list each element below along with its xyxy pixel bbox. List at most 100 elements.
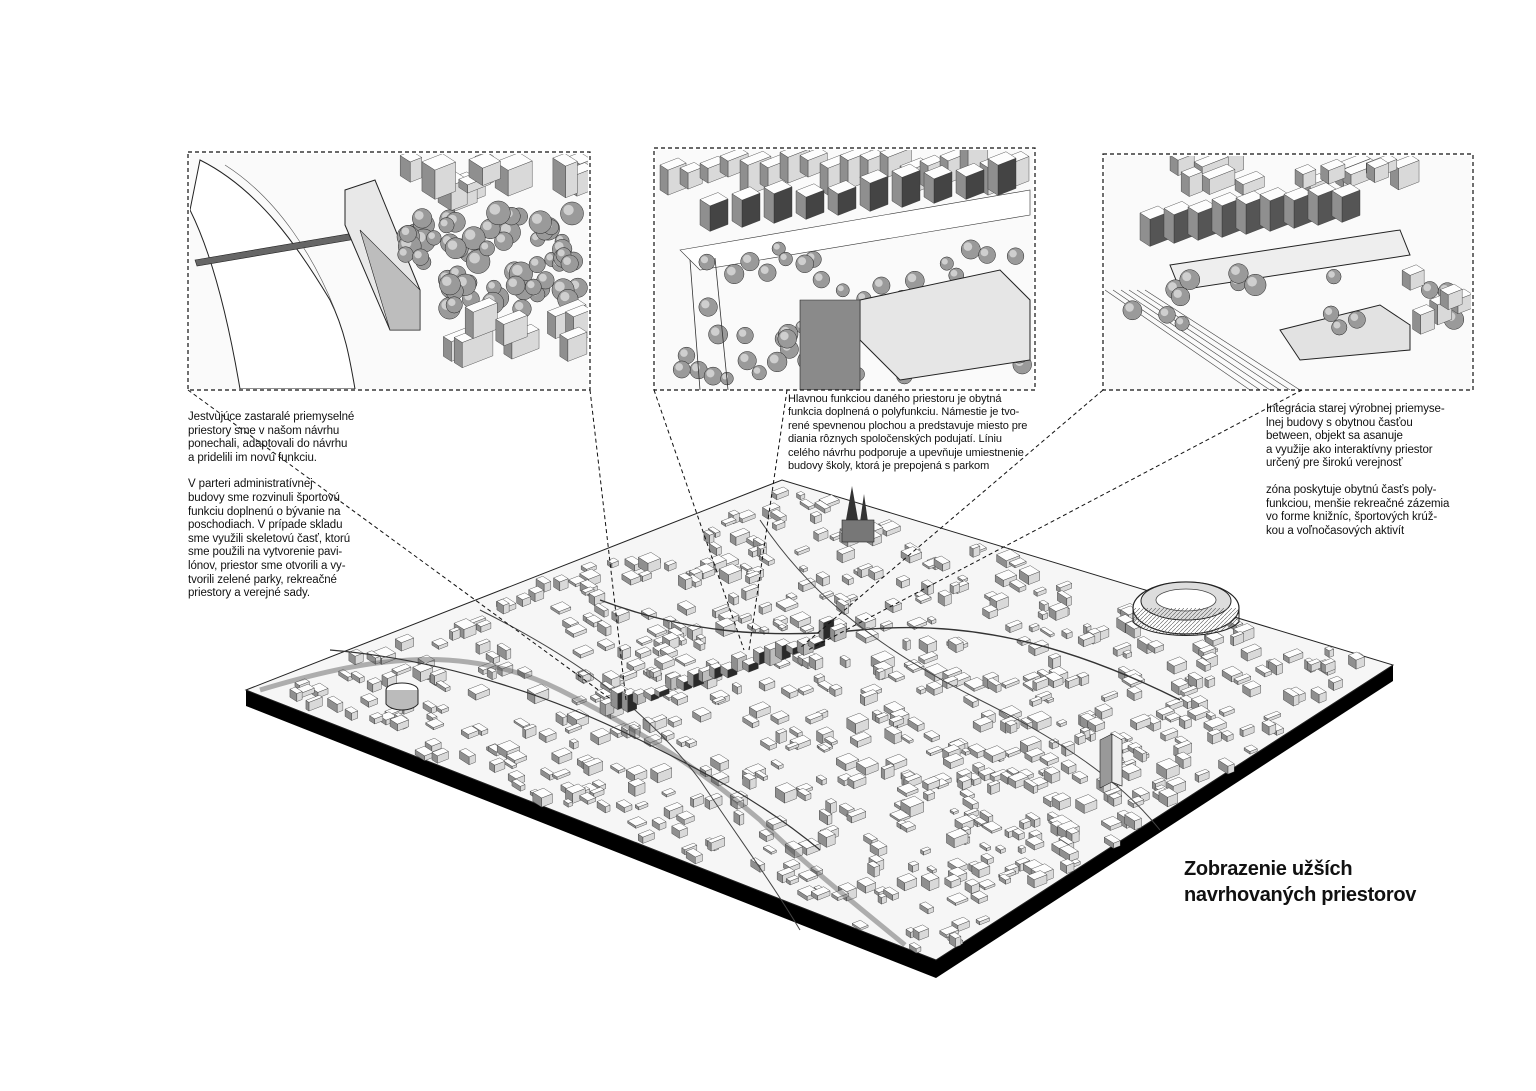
building-block bbox=[1101, 690, 1119, 699]
building-block bbox=[1401, 264, 1425, 276]
tree bbox=[858, 293, 866, 300]
building-block bbox=[754, 770, 769, 778]
building-block bbox=[963, 807, 979, 815]
building-block bbox=[389, 714, 410, 725]
building-block bbox=[810, 865, 824, 873]
building-block bbox=[1173, 740, 1193, 749]
building-block bbox=[610, 762, 626, 771]
building-block bbox=[597, 638, 615, 648]
building-block bbox=[596, 799, 611, 808]
annotation-center-line: funkcia doplnená o polyfunkciu. Námestie… bbox=[788, 406, 1020, 419]
building-block bbox=[1082, 623, 1092, 628]
building-block bbox=[718, 609, 740, 620]
building-block bbox=[994, 569, 1018, 581]
building-block bbox=[805, 711, 824, 721]
building-block bbox=[1065, 827, 1080, 835]
building-block bbox=[987, 151, 1017, 166]
building-block bbox=[1022, 671, 1041, 681]
building-block bbox=[1055, 580, 1073, 589]
building-block bbox=[628, 723, 641, 731]
tree bbox=[710, 327, 720, 336]
building-block bbox=[960, 136, 988, 149]
tree bbox=[488, 281, 495, 289]
building-block bbox=[1282, 687, 1300, 697]
tree bbox=[1328, 271, 1335, 278]
building-block bbox=[711, 696, 726, 703]
annotation-left-line: budovy sme rozvinuli športovú bbox=[188, 491, 340, 504]
building-block bbox=[1020, 717, 1034, 724]
building-block bbox=[579, 579, 598, 590]
building-block bbox=[969, 543, 981, 550]
tree bbox=[563, 257, 571, 265]
tree bbox=[531, 213, 543, 224]
building-block bbox=[915, 593, 932, 602]
building-block bbox=[627, 778, 646, 787]
building-block bbox=[871, 709, 883, 716]
tree bbox=[1125, 303, 1134, 312]
building-block bbox=[979, 842, 992, 849]
building-block bbox=[1166, 776, 1187, 787]
building-block bbox=[528, 585, 545, 594]
annotation-left-line: sme použili na vytvorenie pavi- bbox=[188, 546, 343, 559]
building-block bbox=[1310, 686, 1327, 695]
building-block bbox=[1187, 705, 1210, 717]
building-block bbox=[728, 592, 740, 599]
building-block bbox=[1059, 844, 1079, 855]
tree bbox=[798, 257, 807, 266]
building-block bbox=[975, 915, 990, 922]
building-block bbox=[704, 792, 723, 802]
building-block bbox=[1025, 835, 1045, 846]
building-block bbox=[1037, 609, 1049, 616]
building-block bbox=[770, 710, 790, 720]
building-block bbox=[973, 817, 988, 825]
building-block bbox=[634, 800, 649, 808]
building-block bbox=[944, 874, 961, 883]
building-block bbox=[1127, 795, 1145, 804]
building-block bbox=[577, 669, 592, 677]
building-block bbox=[758, 601, 773, 609]
building-block bbox=[344, 706, 359, 714]
building-block bbox=[817, 744, 831, 751]
building-block bbox=[899, 820, 916, 829]
building-block bbox=[856, 876, 877, 887]
building-block bbox=[1193, 156, 1229, 168]
building-block bbox=[956, 768, 973, 777]
building-block bbox=[735, 509, 756, 520]
tree bbox=[980, 248, 989, 257]
building-block bbox=[920, 846, 931, 852]
building-block bbox=[954, 814, 975, 825]
tree bbox=[950, 269, 958, 277]
building-block bbox=[660, 729, 675, 737]
building-block bbox=[868, 565, 884, 574]
building-block bbox=[762, 844, 777, 853]
building-block bbox=[1218, 757, 1235, 767]
building-block bbox=[1044, 671, 1064, 682]
building-block bbox=[699, 765, 713, 772]
building-block bbox=[516, 592, 532, 600]
building-block bbox=[1071, 770, 1089, 780]
building-block bbox=[972, 761, 986, 769]
building-block bbox=[606, 557, 619, 564]
building-block bbox=[718, 563, 743, 576]
building-block bbox=[868, 854, 885, 863]
building-block bbox=[505, 750, 528, 761]
building-block bbox=[305, 694, 323, 703]
building-block bbox=[494, 154, 533, 171]
building-block bbox=[1051, 792, 1071, 803]
building-block bbox=[580, 561, 597, 570]
building-block bbox=[916, 685, 927, 691]
building-block bbox=[738, 612, 752, 620]
building-block bbox=[758, 553, 775, 562]
building-block bbox=[581, 586, 595, 593]
tree bbox=[1325, 307, 1333, 315]
building-block bbox=[594, 603, 609, 612]
building-block bbox=[1043, 766, 1061, 775]
building-block bbox=[381, 671, 398, 679]
tree bbox=[1176, 317, 1184, 325]
building-block bbox=[692, 706, 712, 717]
building-block bbox=[900, 734, 914, 742]
building-block bbox=[895, 575, 911, 582]
building-block bbox=[982, 671, 999, 680]
tree bbox=[464, 229, 476, 240]
building-block bbox=[889, 708, 910, 719]
